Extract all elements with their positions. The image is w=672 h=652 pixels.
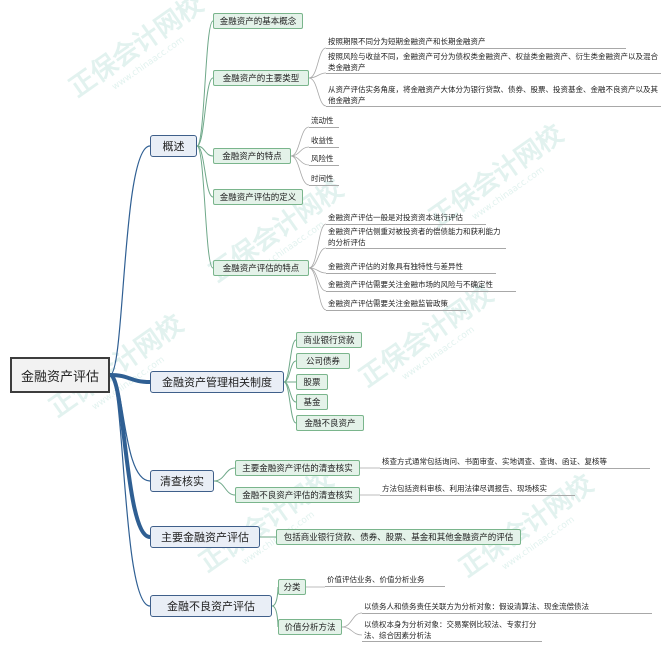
npa-eval-node: 金融不良资产评估 <box>150 595 272 617</box>
system-item-node: 基金 <box>296 394 328 410</box>
main-verify-node: 主要金融资产评估的清查核实 <box>235 460 360 476</box>
system-item-node: 金融不良资产 <box>296 415 364 431</box>
types-leaf: 按照风险与收益不同，金融资产可分为债权类金融资产、权益类金融资产、衍生类金融资产… <box>326 52 661 74</box>
trait-leaf: 流动性 <box>309 116 339 128</box>
eval-trait-leaf: 金融资产评估侧重对被投资者的偿债能力和获利能力的分析评估 <box>326 227 506 249</box>
classify-leaf: 价值评估业务、价值分析业务 <box>325 575 445 587</box>
traits-node: 金融资产的特点 <box>213 148 291 164</box>
main-eval-detail-node: 包括商业银行贷款、债券、股票、基金和其他金融资产的评估 <box>276 529 521 545</box>
trait-leaf: 收益性 <box>309 136 339 148</box>
eval-trait-leaf: 金融资产评估需要关注金融监管政策 <box>326 299 466 311</box>
npa-verify-leaf: 方法包括资料审核、利用法律尽调报告、现场核实 <box>380 484 575 496</box>
types-leaf: 按照期限不同分为短期金融资产和长期金融资产 <box>326 37 626 49</box>
npa-verify-node: 金融不良资产评估的清查核实 <box>235 487 360 503</box>
main-verify-leaf: 核查方式通常包括询问、书面审查、实地调查、查询、函证、复核等 <box>380 457 650 469</box>
concept-node: 金融资产的基本概念 <box>213 13 303 29</box>
system-node: 金融资产管理相关制度 <box>150 371 284 393</box>
method-leaf: 以债务人和债务责任关联方为分析对象：假设清算法、现金流偿债法 <box>362 602 652 614</box>
trait-leaf: 风险性 <box>309 154 339 166</box>
root-node: 金融资产评估 <box>10 357 110 393</box>
method-node: 价值分析方法 <box>278 619 342 635</box>
verification-node: 清查核实 <box>150 470 214 492</box>
eval-trait-leaf: 金融资产评估的对象具有独特性与差异性 <box>326 262 496 274</box>
eval-traits-node: 金融资产评估的特点 <box>213 260 309 276</box>
eval-trait-leaf: 金融资产评估需要关注金融市场的风险与不确定性 <box>326 280 516 292</box>
classify-node: 分类 <box>278 579 306 595</box>
definition-node: 金融资产评估的定义 <box>213 189 303 205</box>
types-node: 金融资产的主要类型 <box>213 70 309 86</box>
system-item-node: 商业银行贷款 <box>296 332 362 348</box>
trait-leaf: 时间性 <box>309 174 339 186</box>
system-item-node: 股票 <box>296 374 328 390</box>
overview-node: 概述 <box>150 135 197 157</box>
main-eval-node: 主要金融资产评估 <box>150 526 260 548</box>
eval-trait-leaf: 金融资产评估一般是对投资资本进行评估 <box>326 213 486 225</box>
system-item-node: 公司债券 <box>296 353 350 369</box>
method-leaf: 以债权本身为分析对象：交易案例比较法、专家打分法、综合因素分析法 <box>362 620 542 642</box>
types-leaf: 从资产评估实务角度，将金融资产大体分为银行贷款、债券、股票、投资基金、金融不良资… <box>326 85 661 107</box>
